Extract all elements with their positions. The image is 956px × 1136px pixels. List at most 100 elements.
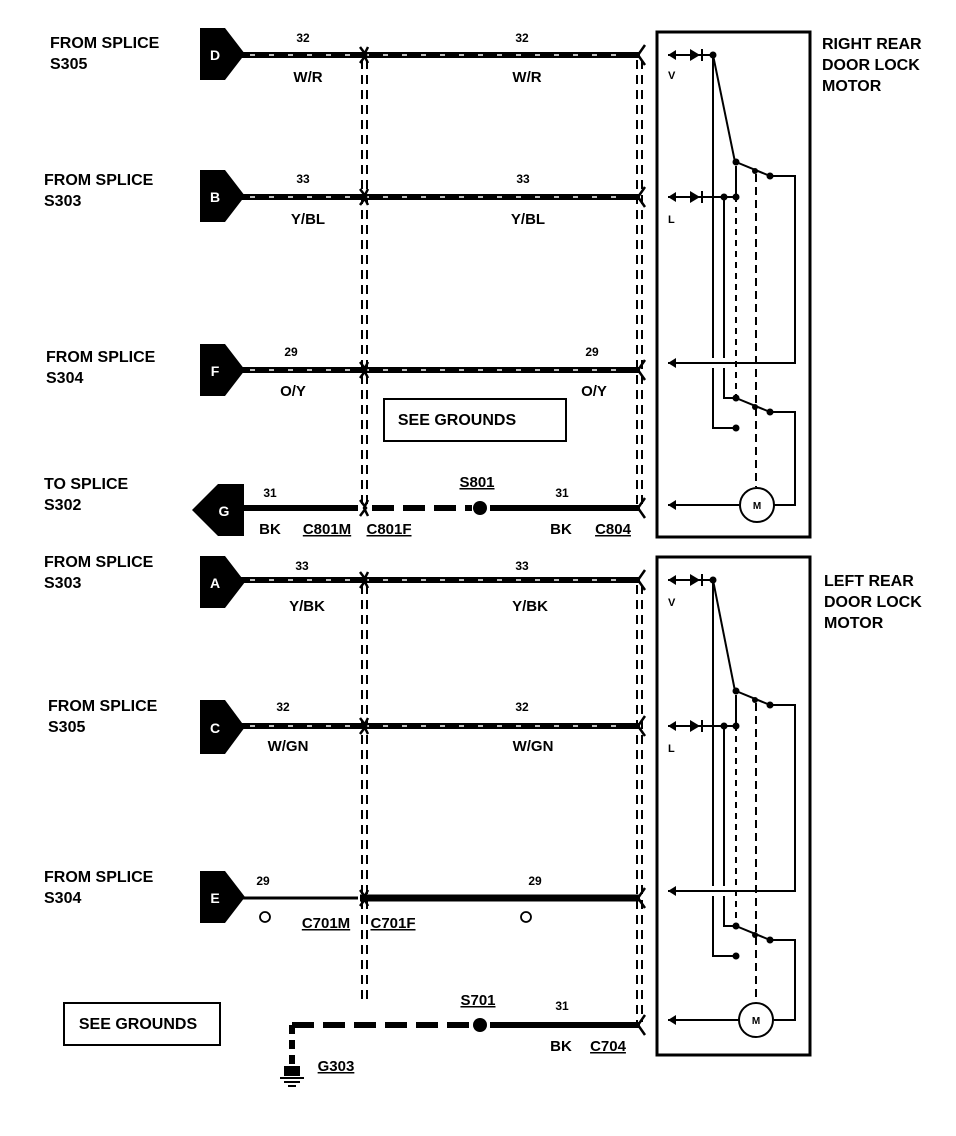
terminal-l: L: [668, 214, 675, 226]
motor-icon: [739, 487, 775, 523]
pin-connector: [200, 700, 245, 754]
wire-color: W/R: [512, 69, 541, 86]
pin-connector: [200, 28, 245, 80]
splice-id: S305: [48, 719, 85, 736]
splice-id: S304: [46, 370, 83, 387]
left-rear-motor-box: LEFT REAR DOOR LOCK MOTOR V L M: [655, 555, 922, 1057]
motor-internals: [668, 49, 796, 510]
wire-number: 31: [555, 486, 569, 500]
connector-c701f: C701F: [370, 915, 415, 932]
splice-id: S302: [44, 497, 81, 514]
pin-letter: D: [210, 47, 220, 63]
motor-internals: [668, 574, 796, 1025]
wire-number: 33: [516, 172, 530, 186]
splice-label: FROM SPLICE: [50, 35, 160, 52]
motor-title-line: MOTOR: [824, 615, 884, 632]
splice-id-s801: S801: [459, 474, 494, 491]
wire-number: 29: [284, 345, 298, 359]
pin-connector: [192, 484, 244, 536]
splice-label: FROM SPLICE: [44, 869, 154, 886]
connector-c704: C704: [590, 1038, 627, 1055]
wire-number: 33: [296, 172, 310, 186]
wire-row-c: FROM SPLICE S305 C 32 32 W/GN W/GN: [48, 698, 640, 755]
wire-number: 32: [515, 700, 529, 714]
hollow-dot: [520, 911, 532, 923]
see-grounds-box: [383, 398, 567, 442]
terminal-marks: [359, 44, 647, 1036]
terminal-v: V: [668, 597, 676, 609]
pin-letter: E: [210, 890, 219, 906]
pin-letter: A: [210, 575, 220, 591]
wire-color: Y/BL: [511, 211, 545, 228]
terminal-l: L: [668, 743, 675, 755]
splice-label: FROM SPLICE: [46, 349, 156, 366]
see-grounds-box: [63, 1002, 221, 1046]
wire-color: W/R: [293, 69, 322, 86]
wire-number: 31: [263, 486, 277, 500]
ground-id-g303: G303: [318, 1058, 355, 1075]
splice-id: S304: [44, 890, 81, 907]
splice-id: S303: [44, 193, 81, 210]
wire-color: O/Y: [581, 383, 607, 400]
splice-dot: [473, 1018, 487, 1032]
splice-label: TO SPLICE: [44, 476, 128, 493]
wire-color: W/GN: [268, 738, 309, 755]
wire-color: Y/BL: [291, 211, 325, 228]
splice-label: FROM SPLICE: [44, 172, 154, 189]
splice-dot: [473, 501, 487, 515]
pin-connector: [200, 344, 245, 396]
wire-color: W/GN: [513, 738, 554, 755]
wire-row-b: FROM SPLICE S303 B 33 33 Y/BL Y/BL: [44, 170, 640, 228]
pin-connector: [200, 556, 245, 608]
ground-circuit: S701 31 BK C704 G303: [280, 992, 640, 1087]
wire-color: Y/BK: [289, 598, 325, 615]
splice-id: S303: [44, 575, 81, 592]
wire-number: 32: [276, 700, 290, 714]
pin-letter: F: [211, 363, 220, 379]
wire-number: 33: [295, 559, 309, 573]
splice-label: FROM SPLICE: [44, 554, 154, 571]
connector-c804: C804: [595, 521, 632, 538]
pin-letter: C: [210, 720, 220, 736]
splice-id-s701: S701: [460, 992, 495, 1009]
ground-icon: [284, 1066, 300, 1076]
wire-color: BK: [259, 521, 281, 538]
wire-color: Y/BK: [512, 598, 548, 615]
wire-number: 32: [515, 31, 529, 45]
connector-dashed-lines: [361, 60, 643, 1022]
wire-row-g: TO SPLICE S302 G 31 31 BK BK S801 C801M …: [44, 474, 640, 538]
wire-number: 33: [515, 559, 529, 573]
motor-title-line: MOTOR: [822, 78, 882, 95]
pin-letter: G: [219, 503, 230, 519]
motor-title-line: LEFT REAR: [824, 573, 914, 590]
wire-number: 32: [296, 31, 310, 45]
connector-c801f: C801F: [366, 521, 411, 538]
see-grounds-text: SEE GROUNDS: [79, 1016, 198, 1033]
motor-icon: [738, 1002, 774, 1038]
hollow-dot: [259, 911, 271, 923]
right-rear-motor-box: RIGHT REAR DOOR LOCK MOTOR V L M: [655, 30, 922, 539]
pin-letter: B: [210, 189, 220, 205]
wire-color: O/Y: [280, 383, 306, 400]
pin-connector: [200, 871, 245, 923]
wire-row-f: FROM SPLICE S304 F 29 29 O/Y O/Y: [46, 344, 640, 400]
pin-connector: [200, 170, 245, 222]
connector-c701m: C701M: [302, 915, 350, 932]
terminal-v: V: [668, 70, 676, 82]
motor-label: M: [752, 1016, 760, 1027]
wire-color: BK: [550, 1038, 572, 1055]
wire-color: BK: [550, 521, 572, 538]
wire-number: 29: [528, 874, 542, 888]
splice-id: S305: [50, 56, 87, 73]
connector-c801m: C801M: [303, 521, 351, 538]
see-grounds-text: SEE GROUNDS: [398, 412, 517, 429]
splice-label: FROM SPLICE: [48, 698, 158, 715]
wire-number: 29: [256, 874, 270, 888]
wire-row-a: FROM SPLICE S303 A 33 33 Y/BK Y/BK: [44, 554, 640, 615]
wire-row-d: FROM SPLICE S305 D 32 32 W/R W/R: [50, 28, 640, 86]
motor-title-line: RIGHT REAR: [822, 36, 922, 53]
motor-title-line: DOOR LOCK: [822, 57, 920, 74]
wire-number: 29: [585, 345, 599, 359]
wire-row-e: FROM SPLICE S304 E 29 29 C701M C701F: [44, 869, 640, 932]
